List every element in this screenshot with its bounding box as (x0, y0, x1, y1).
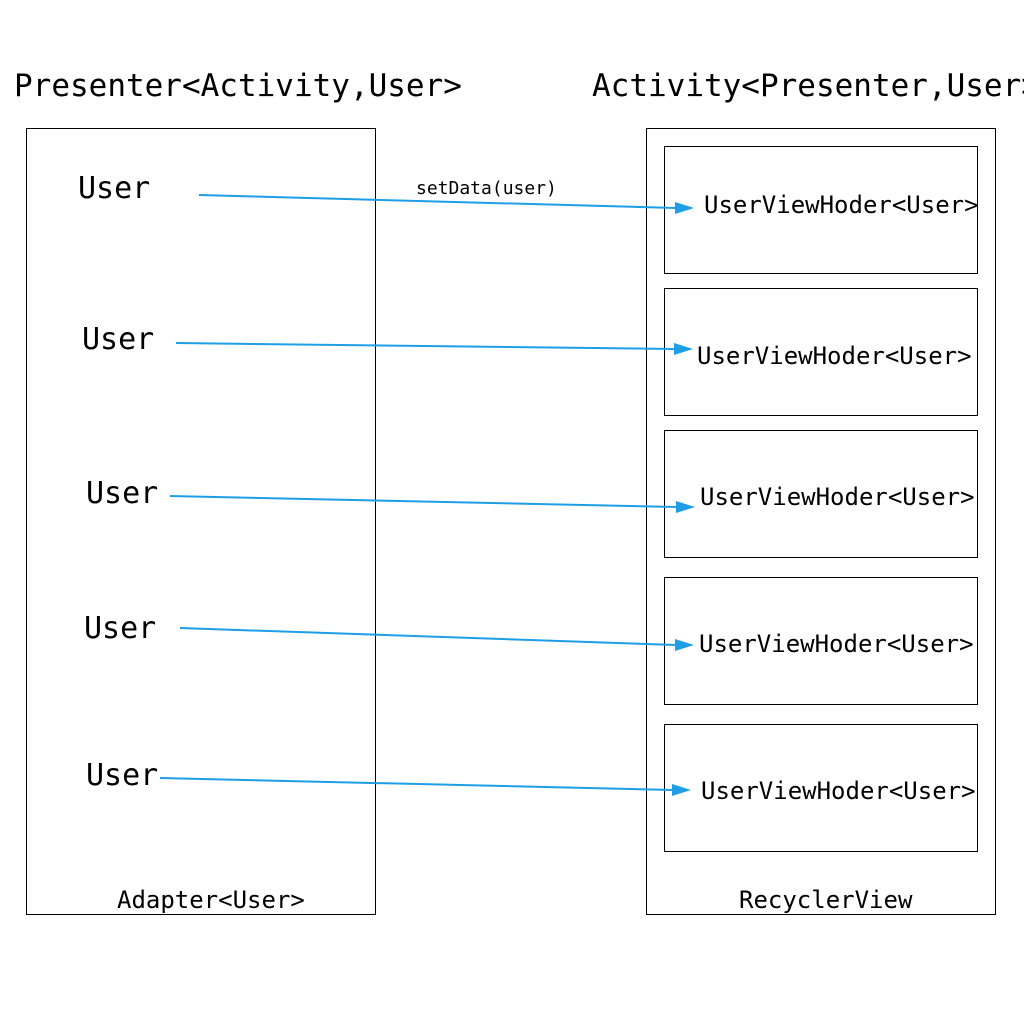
view-holder-label: UserViewHoder<User> (704, 191, 979, 219)
user-item: User (82, 322, 155, 357)
view-holder-label: UserViewHoder<User> (700, 483, 975, 511)
activity-title: Activity<Presenter,User> (592, 68, 1024, 104)
view-holder-label: UserViewHoder<User> (699, 630, 974, 658)
user-item: User (84, 611, 157, 646)
adapter-panel: Adapter<User> (26, 128, 376, 915)
user-item: User (86, 476, 159, 511)
user-item: User (86, 758, 159, 793)
view-holder-label: UserViewHoder<User> (701, 777, 976, 805)
view-holder-box (664, 146, 978, 274)
view-holder-box (664, 430, 978, 558)
view-holder-label: UserViewHoder<User> (697, 342, 972, 370)
user-item: User (78, 171, 151, 206)
set-data-call-label: setData(user) (416, 178, 557, 199)
view-holder-box (664, 288, 978, 416)
presenter-title: Presenter<Activity,User> (14, 68, 462, 104)
recyclerview-label: RecyclerView (739, 886, 913, 914)
adapter-label: Adapter<User> (117, 886, 305, 914)
